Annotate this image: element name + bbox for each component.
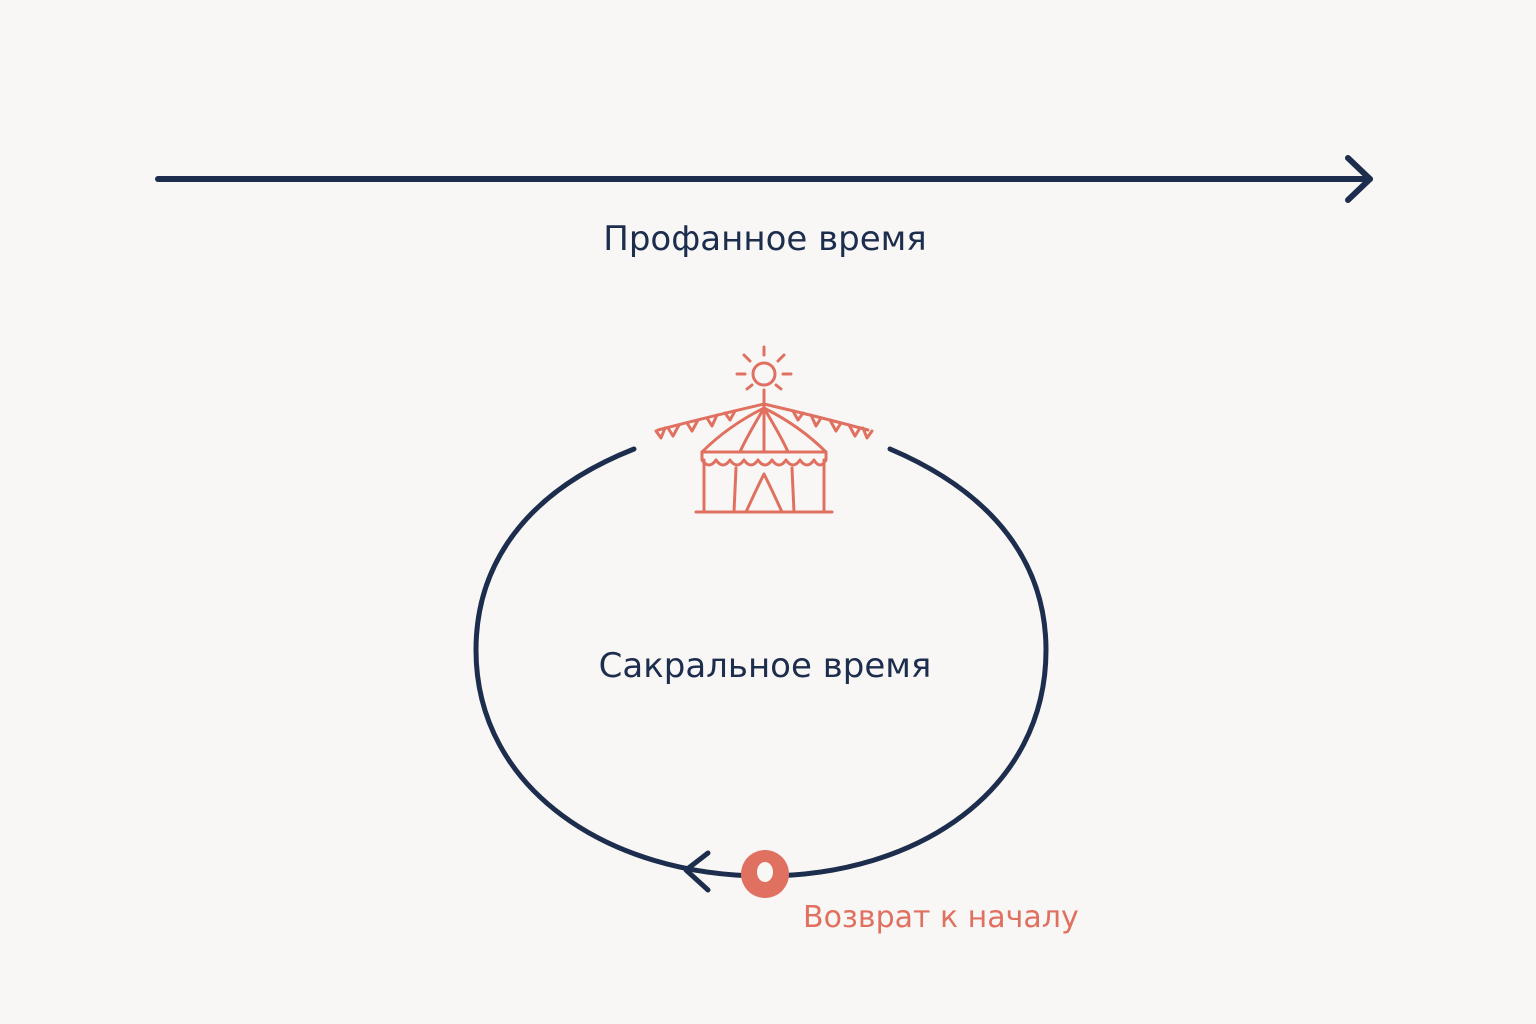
return-marker: [741, 850, 789, 898]
cycle-arrowhead: [683, 850, 711, 893]
profane-arrowhead: [1345, 155, 1373, 203]
sun-icon: [751, 361, 777, 387]
profane-time-arrow: [155, 155, 1373, 203]
sacred-time-label: Сакральное время: [599, 646, 932, 686]
profane-time-label: Профанное время: [603, 219, 926, 259]
circus-tent-icon: [654, 345, 874, 514]
return-marker-label: Возврат к началу: [803, 900, 1079, 935]
